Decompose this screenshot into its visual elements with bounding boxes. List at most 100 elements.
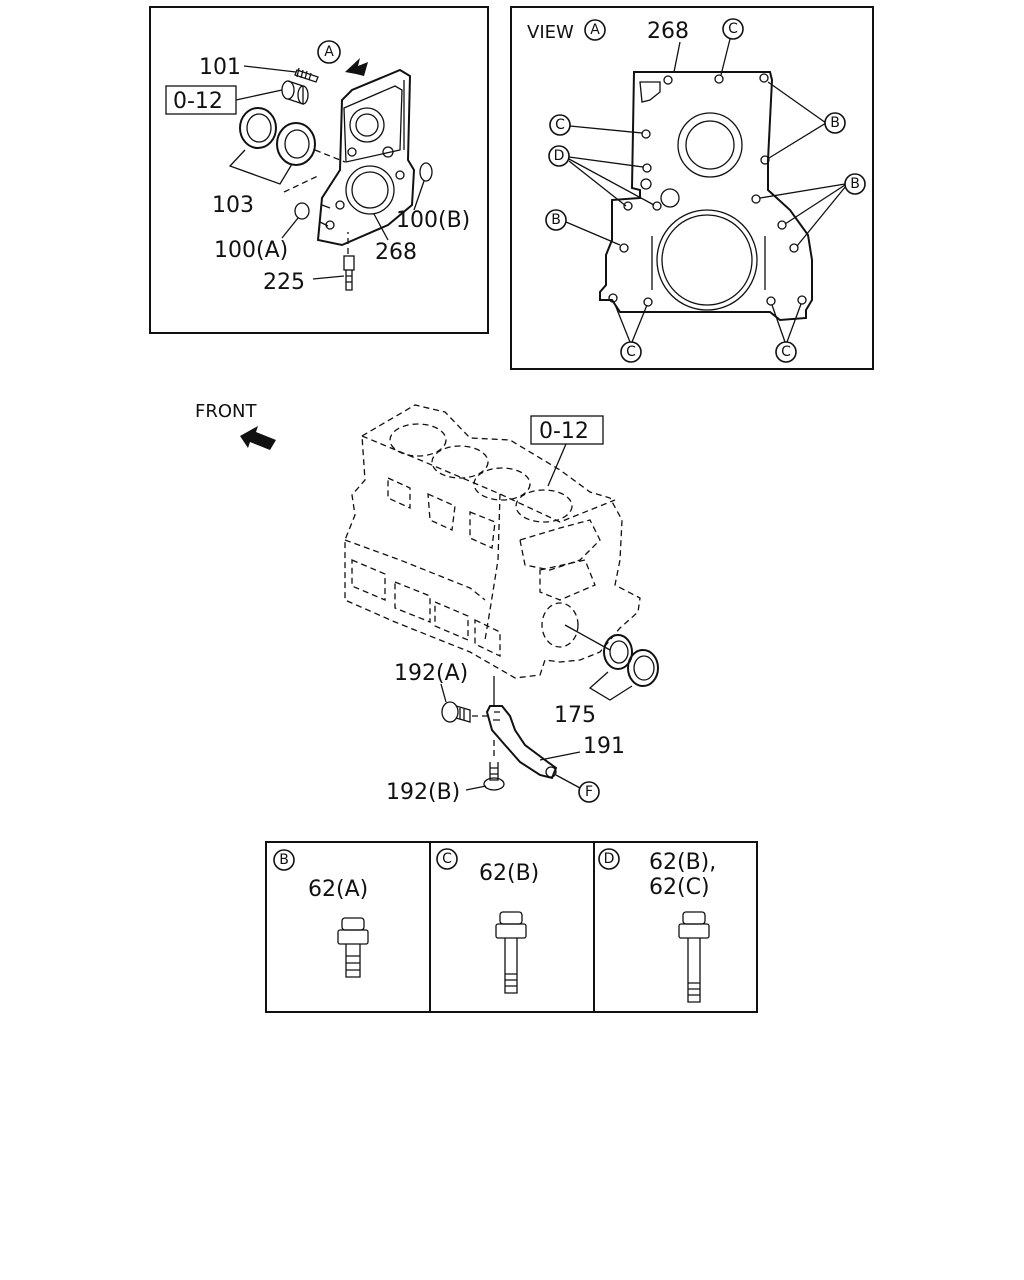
ref-box-0-12-middle-text: 0-12 [539,419,589,444]
label-100a: 100(A) [214,238,288,263]
leader-268-top-left [373,213,389,241]
view-label: VIEW [527,22,574,43]
panel-frame-top-right [510,6,874,370]
cover-outline-view-a [599,71,813,322]
rear-crank-bore [541,602,579,648]
block-side-panels [351,476,601,658]
leader-ref-box-middle [547,443,567,487]
bolt-62c-icon [678,911,710,1003]
marker-b-left-text: B [551,212,561,228]
label-175: 175 [554,703,596,728]
label-191: 191 [583,734,625,759]
leader-c-left [569,125,643,134]
marker-b-right-1-text: B [830,115,840,131]
view-a-marker-icon-2 [584,19,606,41]
leader-d-left [568,156,655,207]
view-a-panel: VIEW A 268 [510,6,874,370]
legend-b-line1: 62(A) [308,877,368,902]
legend-marker-c-icon [436,848,458,870]
dash-103 [283,174,321,193]
leader-101 [243,65,297,73]
crank-bore-inner [661,214,753,306]
plug-fitting [281,80,309,105]
view-a-marker-text: A [324,44,334,60]
legend-cell-d: D 62(B), 62(C) [598,848,716,1003]
leader-c-bottom-left [613,301,648,343]
legend-marker-c-text: C [442,851,452,867]
crank-bore [656,209,758,311]
bolt-192a [441,701,471,723]
bolt-holes [608,73,807,307]
block-top-edge [361,435,616,523]
legend-d-line2: 62(C) [649,875,710,900]
marker-f-text: F [585,784,593,800]
block-front-edge [484,493,501,641]
marker-b-right-2-text: B [850,176,860,192]
cylinder-block-assembly: FRONT 0-12 [195,401,659,805]
block-outline [344,404,641,679]
ref-box-0-12-top-text: 0-12 [173,89,223,114]
marker-b-right-1-icon [824,112,846,134]
front-arrow-icon [240,426,276,450]
bolt-62b-icon [495,911,527,994]
label-103: 103 [212,193,254,218]
front-cover-plate-268 [316,68,416,247]
label-100b: 100(B) [396,208,470,233]
marker-c-bottom-left-text: C [626,344,636,360]
legend-marker-b-text: B [279,852,289,868]
o-ring-100a [294,202,310,220]
marker-c-left-icon [549,114,571,136]
label-225: 225 [263,270,305,295]
marker-c-bottom-right-text: C [781,344,791,360]
legend-cell-c: C 62(B) [436,848,539,994]
leader-100a [281,217,299,239]
bracket-191 [485,705,558,780]
ref-box-0-12-middle [530,415,604,445]
bolt-62a-icon [337,917,369,978]
leader-b-right-1 [767,81,827,159]
leader-rear-seal [564,624,611,651]
leader-225 [312,275,345,280]
marker-c-bottom-left-icon [620,341,642,363]
legend-marker-d-text: D [604,851,615,867]
marker-d-left-text: D [554,148,565,164]
marker-c-left-text: C [555,117,565,133]
leader-192b [465,785,487,791]
label-192a: 192(A) [394,661,468,686]
leader-268-view [673,41,681,73]
label-268-top-left: 268 [375,240,417,265]
marker-c-top-text: C [728,21,738,37]
marker-d-left-icon [548,145,570,167]
label-192b: 192(B) [386,780,460,805]
panel-frame-top-left [149,6,489,334]
small-hole [640,178,652,190]
label-101: 101 [199,55,241,80]
rear-oil-seals-175 [603,634,659,687]
leader-103 [228,149,293,185]
cam-bore [677,112,743,178]
cylinder-bores [389,423,573,523]
legend-c-line1: 62(B) [479,861,539,886]
legend-marker-b-icon [273,849,295,871]
marker-c-top-icon [722,18,744,40]
dash-seal-to-cover [314,149,346,163]
front-label: FRONT [195,401,257,422]
view-a-arrow-icon [345,58,368,76]
boss-hole [660,188,680,208]
leader-100b [413,180,425,211]
marker-b-right-2-icon [844,173,866,195]
bolt-192b [483,762,505,791]
leader-c-bottom-right [771,303,802,343]
legend-frame [265,841,758,1013]
leader-f [555,774,581,789]
o-ring-100b [419,162,433,182]
leader-c-top [720,38,731,76]
leader-192a [440,683,447,703]
leader-b-right-2 [759,183,847,247]
cam-bore-inner [685,120,735,170]
marker-c-bottom-right-icon [775,341,797,363]
legend-cell-b: B 62(A) [273,849,369,978]
oil-seals-103 [239,107,316,166]
leader-b-left [565,221,621,246]
